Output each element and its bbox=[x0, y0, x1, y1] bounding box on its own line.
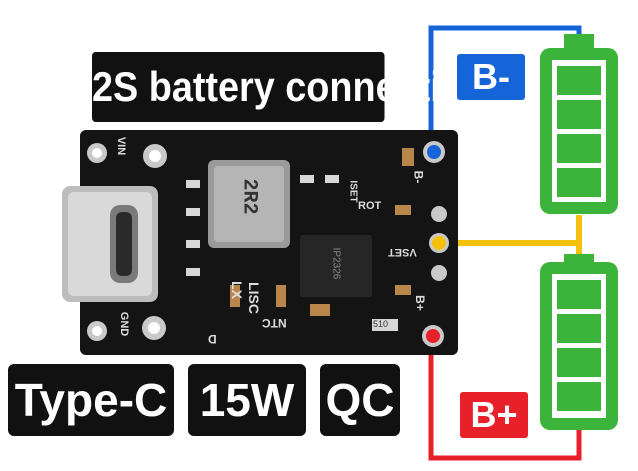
wattage-tag: 15W bbox=[188, 364, 306, 436]
type-c-tag: Type-C bbox=[8, 364, 174, 436]
silk-d: D bbox=[208, 332, 217, 346]
silk-vin: VIN bbox=[115, 136, 128, 156]
silk-vset: VSET bbox=[388, 246, 417, 258]
battery-bottom bbox=[540, 254, 618, 430]
silk-lx: LX bbox=[228, 281, 245, 299]
silk-510: 510 bbox=[373, 319, 389, 329]
chip-label: IP2326 bbox=[330, 247, 342, 280]
silk-iset: ISET bbox=[347, 180, 359, 203]
pcb bbox=[62, 130, 458, 355]
silk-gnd: GND bbox=[118, 311, 131, 337]
silk-b-plus: B+ bbox=[412, 295, 427, 311]
silk-b-minus: B- bbox=[411, 170, 426, 184]
battery-top bbox=[540, 34, 618, 214]
red-wire bbox=[428, 338, 582, 461]
title-banner: 2S battery connection bbox=[92, 52, 487, 122]
inductor-label: 2R2 bbox=[237, 178, 261, 215]
silk-ntc: NTC bbox=[262, 316, 287, 330]
b-plus-label: B+ bbox=[460, 392, 528, 438]
silk-rot: ROT bbox=[358, 200, 382, 212]
b-minus-label: B- bbox=[457, 54, 525, 100]
qc-tag: QC bbox=[320, 364, 400, 436]
silk-lisc: LISC bbox=[245, 282, 262, 314]
